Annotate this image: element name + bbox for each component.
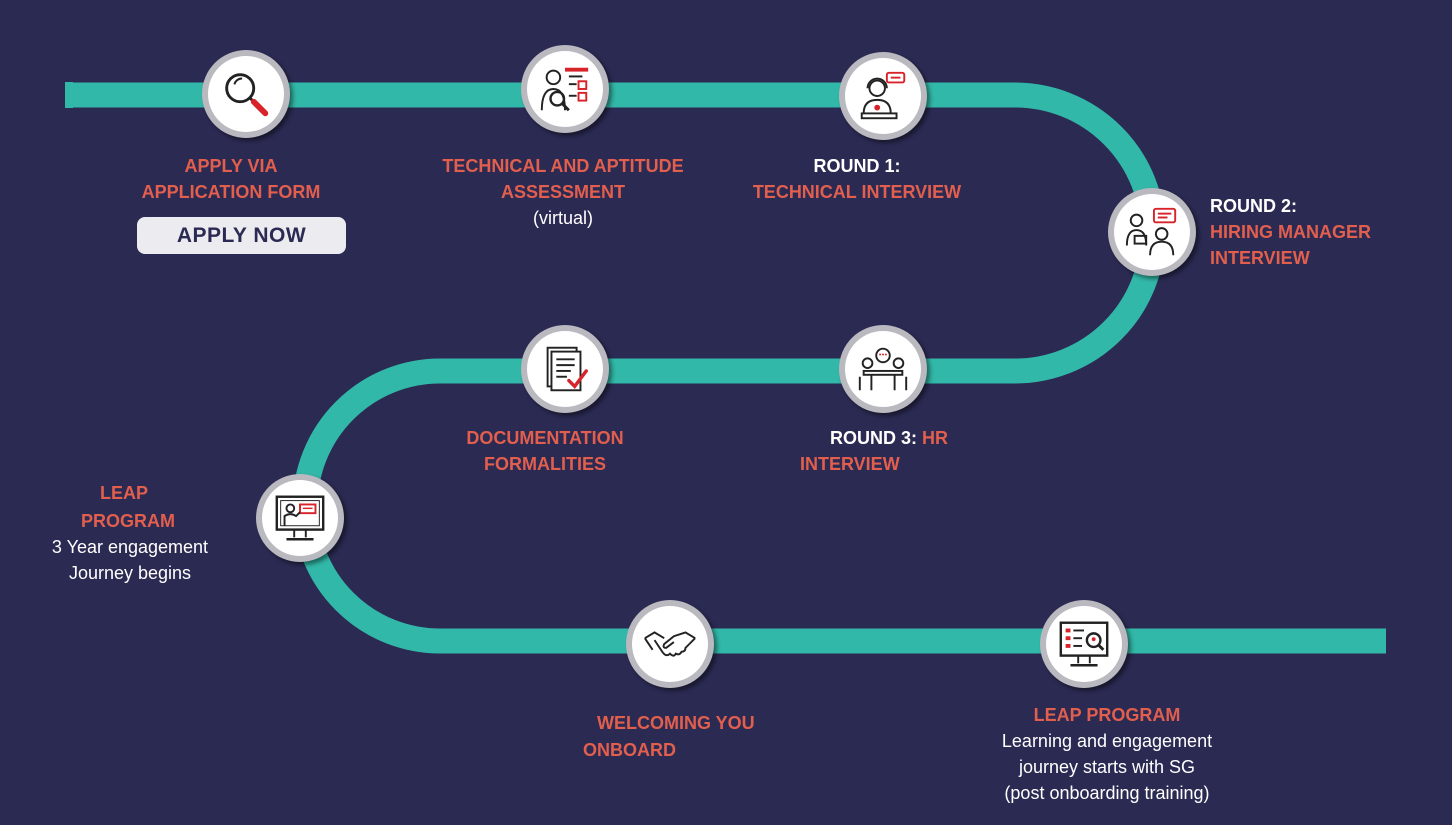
step-leap1-label: LEAP PROGRAM 3 Year engagement Journey b… (30, 480, 230, 586)
step-round3-line2: INTERVIEW (800, 454, 900, 474)
step-round2-line2: INTERVIEW (1210, 248, 1310, 268)
step-leap2-line2: Learning and engagement (1001, 731, 1213, 751)
step-round3-prefix: ROUND 3: (830, 428, 918, 448)
handshake-icon (644, 631, 696, 657)
document-check-icon (546, 346, 588, 392)
step-round3-label: ROUND 3: HR INTERVIEW (800, 425, 948, 477)
step-round1-node (839, 52, 927, 140)
step-leap1-node (256, 474, 344, 562)
monitor-search-icon (1059, 621, 1109, 667)
assessment-checklist-icon (540, 67, 589, 112)
step-leap1-line4: Journey begins (68, 563, 192, 583)
meeting-table-icon (858, 347, 908, 391)
step-assessment-line3: (virtual) (532, 208, 593, 228)
step-round3-node (839, 325, 927, 413)
step-leap1-line2: PROGRAM (81, 511, 175, 531)
step-apply-line2: APPLICATION FORM (141, 182, 321, 202)
step-assessment-label: TECHNICAL AND APTITUDE ASSESSMENT (virtu… (433, 153, 693, 231)
step-documentation-node (521, 325, 609, 413)
step-assessment-line2: ASSESSMENT (500, 182, 626, 202)
step-welcome-line2: ONBOARD (583, 740, 676, 760)
interview-chat-icon (1125, 207, 1177, 256)
step-welcome-label: WELCOMING YOU ONBOARD (583, 710, 755, 763)
step-round2-prefix: ROUND 2: (1210, 196, 1298, 216)
step-documentation-label: DOCUMENTATION FORMALITIES (450, 425, 640, 477)
step-leap2-node (1040, 600, 1128, 688)
step-documentation-line2: FORMALITIES (484, 454, 606, 474)
step-leap2-line3: journey starts with SG (1018, 757, 1196, 777)
magnifier-icon (225, 73, 269, 117)
step-round1-label: ROUND 1: TECHNICAL INTERVIEW (750, 153, 964, 205)
presentation-screen-icon (275, 495, 325, 541)
step-round2-label: ROUND 2: HIRING MANAGER INTERVIEW (1210, 193, 1371, 271)
step-welcome-line1: WELCOMING YOU (597, 713, 755, 733)
step-apply-node (202, 50, 290, 138)
step-apply-label: APPLY VIA APPLICATION FORM (130, 153, 332, 205)
step-assessment-node (521, 45, 609, 133)
step-round1-prefix: ROUND 1: (813, 156, 901, 176)
apply-now-button[interactable]: APPLY NOW (137, 217, 346, 254)
step-round2-node (1108, 188, 1196, 276)
step-welcome-node (626, 600, 714, 688)
step-assessment-line1: TECHNICAL AND APTITUDE (442, 156, 684, 176)
step-leap1-line1: LEAP (99, 483, 148, 503)
step-round1-title: TECHNICAL INTERVIEW (752, 182, 962, 202)
step-round3-accent: HR (922, 428, 949, 448)
step-leap2-line4: (post onboarding training) (1004, 783, 1210, 803)
step-leap1-line3: 3 Year engagement (51, 537, 209, 557)
step-leap2-line1: LEAP PROGRAM (1033, 705, 1181, 725)
step-documentation-line1: DOCUMENTATION (466, 428, 624, 448)
step-apply-line1: APPLY VIA (184, 156, 278, 176)
step-round2-line1: HIRING MANAGER (1210, 222, 1371, 242)
support-agent-icon (860, 71, 906, 120)
step-leap2-label: LEAP PROGRAM Learning and engagement jou… (962, 702, 1252, 806)
